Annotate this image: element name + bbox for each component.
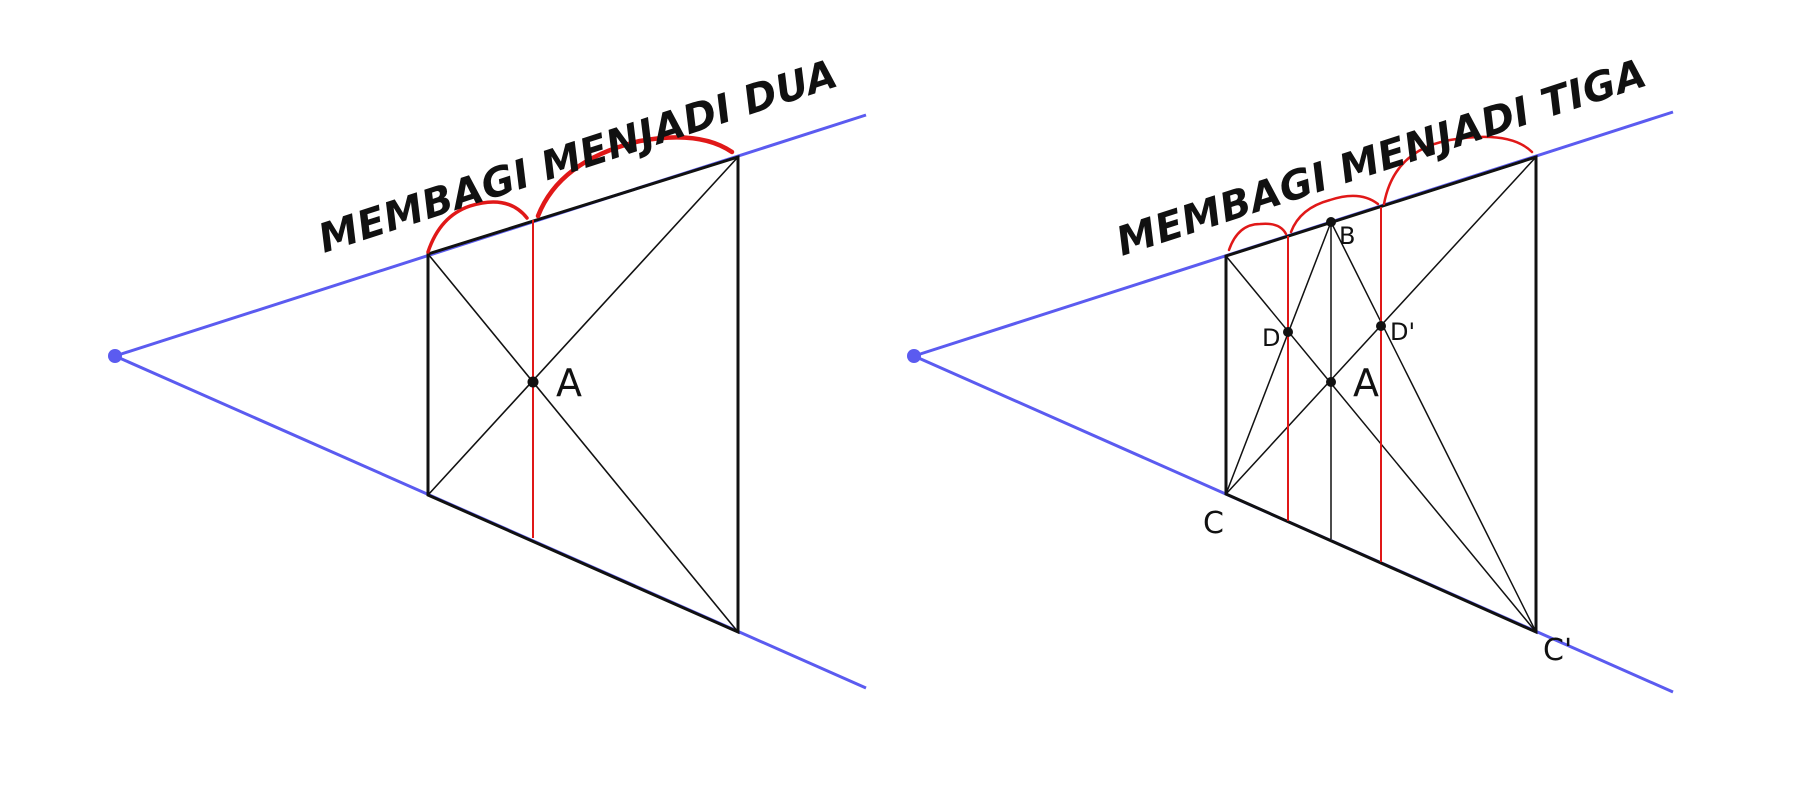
diagonal-1: [427, 253, 739, 633]
bracket-first-third: [1227, 222, 1288, 252]
point-c-prime-label: C': [1543, 633, 1572, 668]
center-point-label: A: [556, 361, 582, 405]
bracket-second-third: [1289, 194, 1380, 234]
point-d-label: D: [1262, 324, 1280, 352]
point-d-prime-label: D': [1390, 318, 1415, 346]
vanishing-point: [907, 349, 921, 363]
point-b-label: B: [1339, 222, 1355, 250]
point-d: [1283, 327, 1293, 337]
point-b: [1326, 217, 1336, 227]
diagonal-2: [427, 156, 739, 496]
bracket-third-third: [1382, 135, 1534, 206]
center-point: [1326, 377, 1336, 387]
point-d-prime: [1376, 321, 1386, 331]
diagram-divide-three: B D D' A C C' MEMBAGI MENJADI TIGA: [907, 50, 1674, 694]
diagonal-b-to-c: [1225, 221, 1332, 495]
diagram-divide-two: A MEMBAGI MENJADI DUA: [108, 51, 867, 690]
bracket-left-half: [426, 200, 529, 254]
point-c-label: C: [1203, 506, 1224, 541]
center-point-label: A: [1353, 361, 1379, 405]
plane-outline: [426, 154, 740, 635]
vanishing-point: [108, 349, 122, 363]
diagonal-b-to-c-prime: [1330, 221, 1537, 633]
center-point: [527, 376, 539, 388]
bracket-right-half: [535, 135, 735, 219]
diagram-title: MEMBAGI MENJADI DUA: [313, 51, 843, 262]
